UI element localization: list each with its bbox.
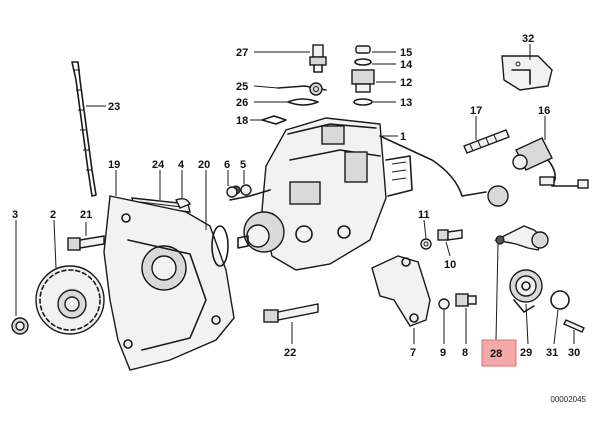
callout-25[interactable]: 25: [236, 81, 248, 93]
part-17-stud: [463, 129, 510, 154]
part-29-plug-housing: [509, 269, 543, 313]
callout-22[interactable]: 22: [284, 347, 296, 359]
callout-5[interactable]: 5: [240, 159, 246, 171]
part-8-bolt: [455, 293, 477, 307]
part-11-washer: [420, 238, 432, 250]
highlight-box-part-28: [481, 339, 517, 367]
part-26-clip: [287, 98, 319, 106]
callout-2[interactable]: 2: [50, 209, 56, 221]
part-31-o-ring: [550, 290, 570, 310]
part-10-bolt: [437, 229, 463, 241]
callout-12[interactable]: 12: [400, 77, 412, 89]
callout-17[interactable]: 17: [470, 105, 482, 117]
part-7-bracket: [371, 255, 431, 327]
callout-8[interactable]: 8: [462, 347, 468, 359]
part-15-14-12-13-valve-stack: [351, 45, 375, 106]
callout-16[interactable]: 16: [538, 105, 550, 117]
part-6-washer: [226, 186, 238, 198]
callout-20[interactable]: 20: [198, 159, 210, 171]
callout-27[interactable]: 27: [236, 47, 248, 59]
callout-9[interactable]: 9: [440, 347, 446, 359]
part-20-o-ring: [211, 225, 229, 267]
diagram-reference-code: 00002045: [550, 395, 586, 404]
callout-31[interactable]: 31: [546, 347, 558, 359]
callout-19[interactable]: 19: [108, 159, 120, 171]
part-32-bracket: [501, 55, 553, 91]
callout-11[interactable]: 11: [418, 209, 430, 221]
callout-6[interactable]: 6: [224, 159, 230, 171]
callout-30[interactable]: 30: [568, 347, 580, 359]
callout-18[interactable]: 18: [236, 115, 248, 127]
part-27-sensor: [309, 44, 327, 73]
part-25-lever: [277, 82, 327, 96]
part-18-clip: [261, 115, 287, 125]
part-21-bolt: [67, 235, 105, 251]
part-19-cover-plate: [103, 195, 235, 371]
callout-21[interactable]: 21: [80, 209, 92, 221]
callout-10[interactable]: 10: [444, 259, 456, 271]
part-3-sleeve: [11, 317, 29, 335]
callout-1[interactable]: 1: [400, 131, 406, 143]
part-28-elbow-connector: [493, 225, 549, 251]
callout-labels: 27 15 14 32 25 12 23 26 13 17 16 18 1 19…: [12, 33, 580, 360]
callout-29[interactable]: 29: [520, 347, 532, 359]
callout-24[interactable]: 24: [152, 159, 165, 171]
callout-28[interactable]: 28: [490, 348, 502, 360]
part-2-gear: [35, 265, 105, 335]
callout-7[interactable]: 7: [410, 347, 416, 359]
callout-13[interactable]: 13: [400, 97, 412, 109]
callout-3[interactable]: 3: [12, 209, 18, 221]
part-16-solenoid: [512, 137, 589, 189]
part-9-washer: [438, 298, 450, 310]
part-22-long-bolt: [263, 303, 319, 323]
part-30-pin: [563, 319, 585, 333]
part-23-gasket-strip: [71, 61, 97, 197]
leader-lines: [15, 44, 575, 345]
part-1-injection-pump: [229, 117, 509, 271]
callout-26[interactable]: 26: [236, 97, 248, 109]
callout-14[interactable]: 14: [400, 59, 413, 71]
callout-23[interactable]: 23: [108, 101, 120, 113]
callout-32[interactable]: 32: [522, 33, 534, 45]
part-4-key: [175, 197, 191, 209]
callout-15[interactable]: 15: [400, 47, 412, 59]
callout-4[interactable]: 4: [178, 159, 185, 171]
